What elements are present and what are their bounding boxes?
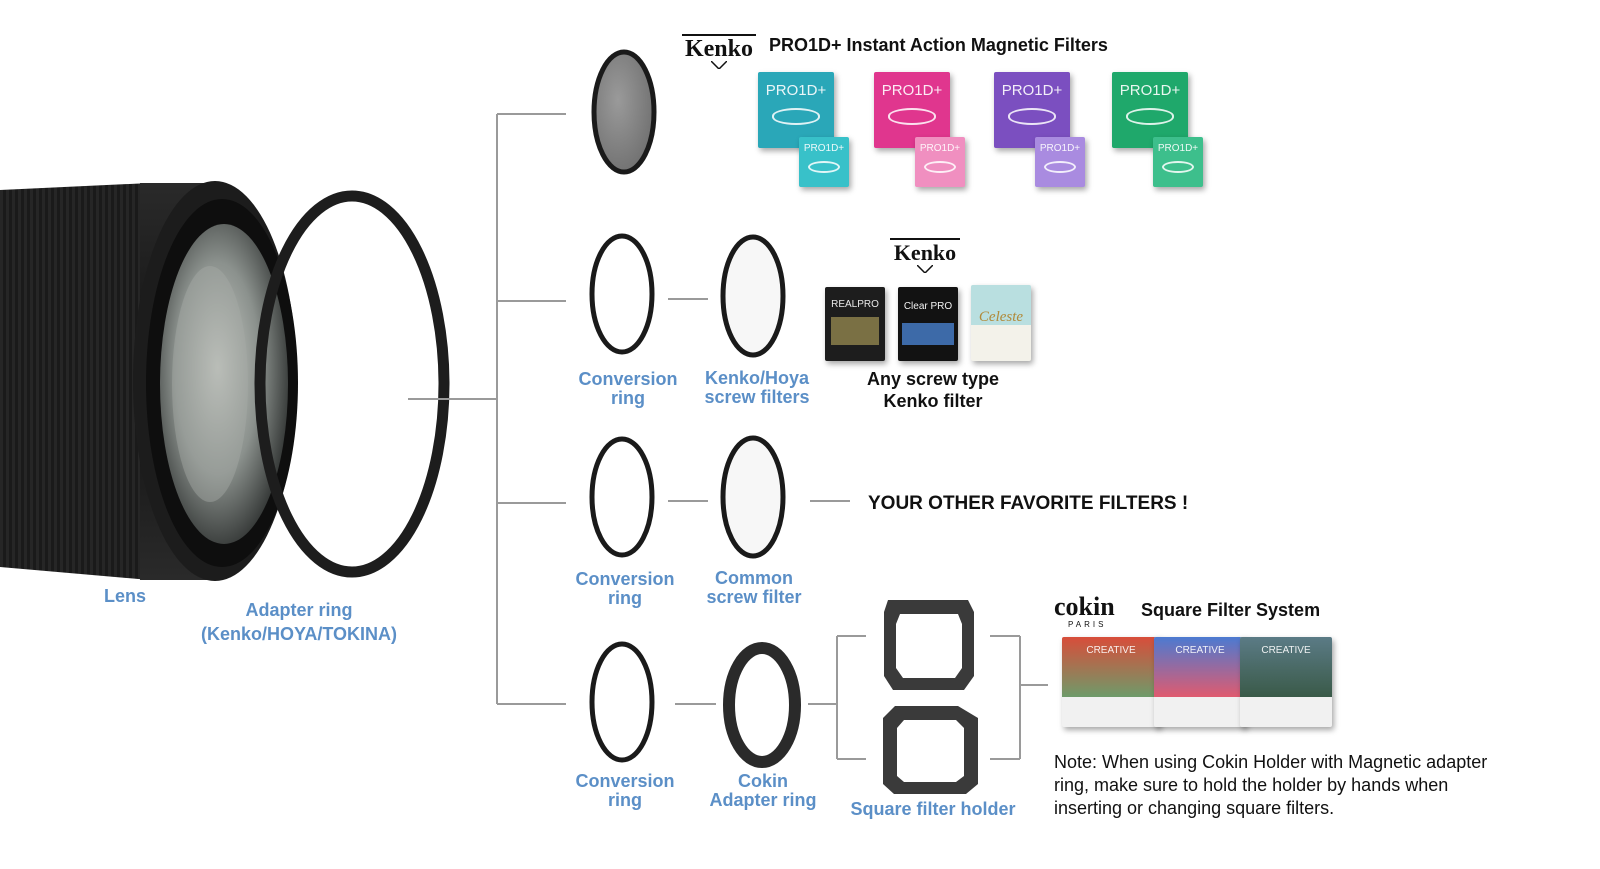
conversion-ring-label-2-line1: Conversion [575,569,675,589]
pro1d-title: PRO1D+ Instant Action Magnetic Filters [769,35,1108,55]
cokin-box-3: CREATIVE [1240,637,1332,727]
pro1d-box-label: PRO1D+ [1001,82,1063,99]
cokin-logo-sub: PARIS [1068,620,1107,629]
conversion-ring-label-3-line2: ring [608,790,642,810]
pro1d-box-small-4: PRO1D+ [1153,137,1203,187]
ring-outline [887,108,937,125]
kenko-logo-middle-text: Kenko [893,240,957,265]
ring-outline [924,161,956,173]
cokin-logo: cokin PARIS [1054,592,1115,630]
conversion-ring-1-illustration [589,233,655,355]
cokin-adapter-label: Cokin Adapter ring [700,772,826,810]
pro1d-small-box-label: PRO1D+ [1039,143,1081,154]
pro1d-small-box-label: PRO1D+ [919,143,961,154]
connector-lines [408,113,1048,760]
kenko-hoya-filter-label: Kenko/Hoya screw filters [700,369,814,407]
adapter-ring-illustration [254,190,450,578]
pro1d-box-3: PRO1D+ [994,72,1070,148]
ring-outline [808,161,840,173]
any-screw-caption: Any screw type Kenko filter [844,368,1022,412]
ring-outline [1007,108,1057,125]
celeste-box: Celeste [971,285,1031,361]
adapter-ring-label: Adapter ring (Kenko/HOYA/TOKINA) [192,601,406,644]
realpro-box-label: REALPRO [831,299,879,310]
conversion-ring-label-1-line2: ring [611,388,645,408]
conversion-ring-label-2-line2: ring [608,588,642,608]
cokin-box-2-label: CREATIVE [1175,645,1225,656]
kenko-hoya-filter-label-line1: Kenko/Hoya [704,368,810,388]
clearpro-box-label: Clear PRO [903,301,953,312]
ring-outline [1162,161,1194,173]
conversion-ring-label-3-line1: Conversion [575,771,675,791]
screw-filter-1-illustration [720,234,786,358]
celeste-box-label: Celeste [978,309,1024,325]
pro1d-box-label: PRO1D+ [765,82,827,99]
cokin-adapter-label-line1: Cokin [737,771,788,791]
pro1d-box-small-1: PRO1D+ [799,137,849,187]
lens-label: Lens [103,586,146,606]
kenko-logo-top-text: Kenko [684,36,753,62]
cokin-box-1: CREATIVE [1062,637,1160,727]
conversion-ring-label-2: Conversion ring [575,570,675,608]
pro1d-box-2: PRO1D+ [874,72,950,148]
pro1d-small-box-label: PRO1D+ [1157,143,1199,154]
realpro-box: REALPRO [825,287,885,361]
ring-outline [1125,108,1175,125]
cokin-adapter-ring-illustration [723,642,801,768]
favorite-filters-callout: YOUR OTHER FAVORITE FILTERS ! [868,493,1189,514]
cokin-box-3-label: CREATIVE [1261,645,1311,656]
pro1d-box-label: PRO1D+ [1119,82,1181,99]
common-filter-label-line2: screw filter [706,587,802,607]
clearpro-box: Clear PRO [898,287,958,361]
pro1d-box-small-2: PRO1D+ [915,137,965,187]
conversion-ring-3-illustration [589,641,655,763]
square-holder-top-illustration [884,600,974,690]
adapter-ring-label-line1: Adapter ring [245,600,353,620]
any-screw-caption-line1: Any screw type [866,369,1000,389]
kenko-logo-top: Kenko [680,34,758,69]
pro1d-box-1: PRO1D+ [758,72,834,148]
kenko-logo-middle: Kenko [888,238,962,273]
conversion-ring-label-1: Conversion ring [578,370,678,408]
ring-outline [771,108,821,125]
any-screw-caption-line2: Kenko filter [883,391,983,411]
common-filter-label-line1: Common [715,568,793,588]
cokin-box-2: CREATIVE [1154,637,1246,727]
cokin-adapter-label-line2: Adapter ring [709,790,817,810]
pro1d-box-4: PRO1D+ [1112,72,1188,148]
magnetic-filter-illustration [591,49,657,175]
square-system-title: Square Filter System [1141,600,1321,620]
note-line3: inserting or changing square filters. [1054,798,1335,818]
conversion-ring-label-3: Conversion ring [575,772,675,810]
pro1d-small-box-label: PRO1D+ [803,143,845,154]
pro1d-box-label: PRO1D+ [881,82,943,99]
cokin-logo-text: cokin [1054,592,1115,621]
adapter-ring-label-line2: (Kenko/HOYA/TOKINA) [200,624,398,644]
cokin-box-1-label: CREATIVE [1086,645,1136,656]
ring-outline [1044,161,1076,173]
square-holder-bottom-illustration [883,706,978,794]
pro1d-box-small-3: PRO1D+ [1035,137,1085,187]
lens-illustration [0,181,298,581]
note-line1: Note: When using Cokin Holder with Magne… [1054,752,1488,772]
common-filter-label: Common screw filter [704,569,804,607]
kenko-hoya-filter-label-line2: screw filters [704,387,810,407]
note-line2: ring, make sure to hold the holder by ha… [1054,775,1449,795]
cokin-holder-note: Note: When using Cokin Holder with Magne… [1054,751,1594,820]
square-holder-label: Square filter holder [850,799,1016,819]
screw-filter-2-illustration [720,435,786,559]
conversion-ring-2-illustration [589,436,655,558]
conversion-ring-label-1-line1: Conversion [578,369,678,389]
